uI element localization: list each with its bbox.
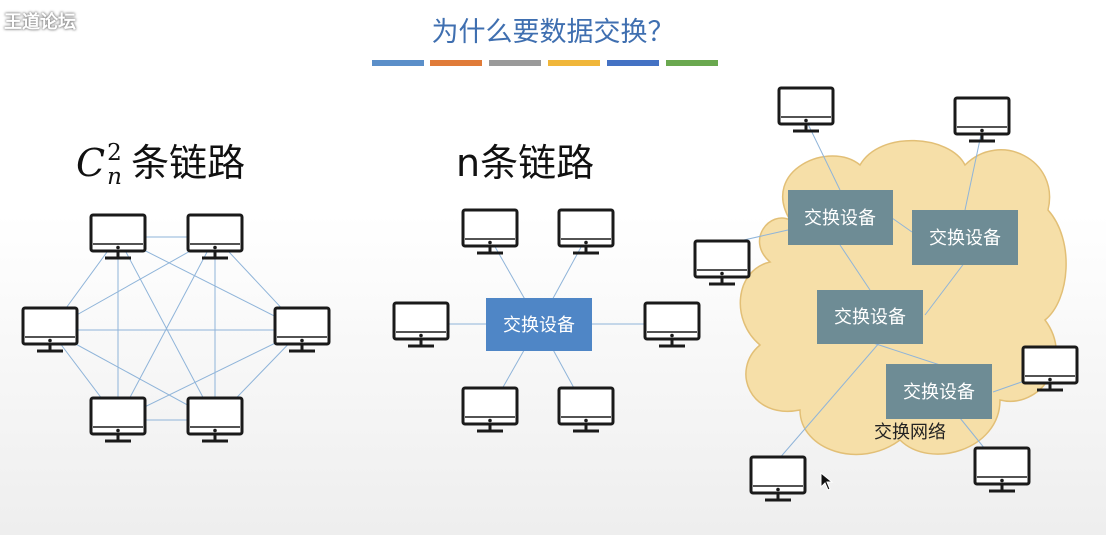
mesh-computer-5 bbox=[89, 396, 147, 443]
cloud-label: 交换网络 bbox=[874, 422, 946, 443]
watermark-text: 王道论坛 bbox=[4, 12, 76, 33]
mesh-computer-6 bbox=[186, 396, 244, 443]
network-computer-6 bbox=[973, 446, 1031, 493]
star-switch bbox=[486, 298, 592, 351]
network-switch-4-label: 交换设备 bbox=[903, 382, 975, 403]
stripe-1 bbox=[372, 60, 424, 66]
full-mesh-label-text: 条链路 bbox=[131, 141, 246, 185]
star-computer-1 bbox=[461, 208, 519, 255]
network-switch-1-label: 交换设备 bbox=[804, 208, 876, 229]
stripe-2 bbox=[430, 60, 482, 66]
stripe-6 bbox=[666, 60, 718, 66]
full-mesh-label-base: C bbox=[76, 141, 106, 185]
star-computer-5 bbox=[461, 386, 519, 433]
star-computer-2 bbox=[557, 208, 615, 255]
star-label: n条链路 bbox=[456, 141, 595, 185]
full-mesh-links bbox=[49, 236, 303, 421]
network-computer-2 bbox=[953, 96, 1011, 143]
full-mesh-label-sup: 2 bbox=[107, 140, 122, 166]
network-switch-3-label: 交换设备 bbox=[834, 307, 906, 328]
network-switch-2-label: 交换设备 bbox=[929, 228, 1001, 249]
stripe-3 bbox=[489, 60, 541, 66]
mesh-computer-2 bbox=[186, 213, 244, 260]
title-underline-stripes bbox=[372, 60, 718, 66]
mesh-computer-4 bbox=[273, 306, 331, 353]
full-mesh-label-sub: n bbox=[107, 164, 122, 190]
stripe-5 bbox=[607, 60, 659, 66]
network-switch-4 bbox=[886, 364, 992, 419]
network-computer-1 bbox=[777, 86, 835, 133]
mesh-computer-1 bbox=[89, 213, 147, 260]
star-computer-6 bbox=[557, 386, 615, 433]
network-computer-4 bbox=[1021, 345, 1079, 392]
stripe-4 bbox=[548, 60, 600, 66]
mouse-pointer-icon bbox=[820, 472, 834, 491]
star-computer-4 bbox=[643, 301, 701, 348]
network-switch-1 bbox=[788, 190, 893, 245]
network-computer-5 bbox=[749, 455, 807, 502]
network-switch-3 bbox=[817, 290, 923, 344]
network-computer-3 bbox=[693, 239, 751, 286]
network-switch-2 bbox=[912, 210, 1018, 265]
star-computer-3 bbox=[392, 301, 450, 348]
mesh-computer-3 bbox=[21, 306, 79, 353]
star-switch-label: 交换设备 bbox=[503, 315, 575, 336]
slide-title: 为什么要数据交换？ bbox=[431, 17, 675, 48]
